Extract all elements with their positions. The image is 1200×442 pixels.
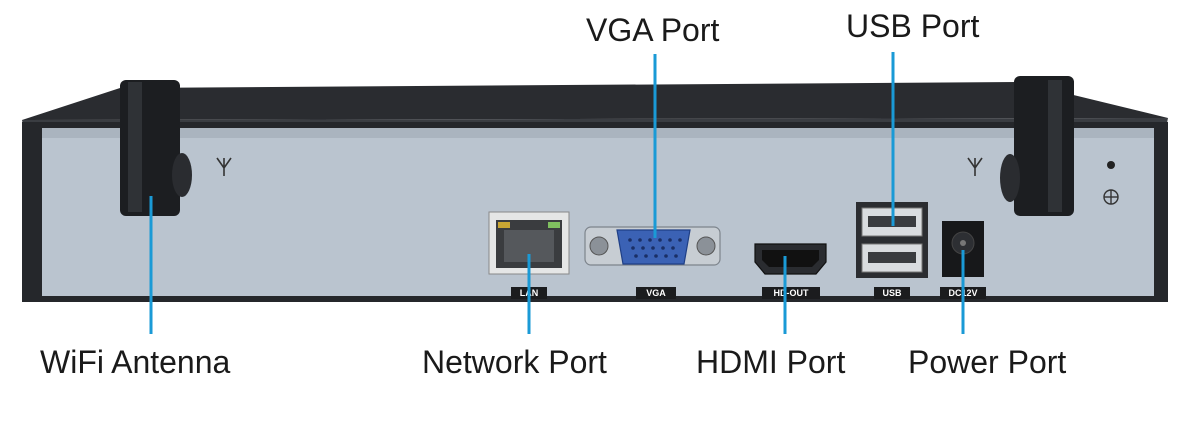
usb-tag: USB bbox=[882, 288, 902, 298]
vga-port bbox=[584, 226, 721, 266]
chassis-top bbox=[22, 82, 1168, 120]
power-port-label: Power Port bbox=[908, 344, 1067, 380]
hdmi-port bbox=[754, 243, 827, 275]
left-antenna bbox=[120, 80, 192, 216]
vga-port-label: VGA Port bbox=[586, 12, 720, 48]
reset-hole bbox=[1107, 161, 1115, 169]
hdmi-tag: HD-OUT bbox=[774, 288, 809, 298]
vga-tag: VGA bbox=[646, 288, 666, 298]
rear-panel-shade bbox=[42, 128, 1154, 138]
usb-port-label: USB Port bbox=[846, 8, 980, 44]
usb-tag-plate bbox=[874, 287, 910, 299]
wifi-antenna-label: WiFi Antenna bbox=[40, 344, 231, 380]
rear-panel bbox=[42, 128, 1154, 296]
hdmi-port-label: HDMI Port bbox=[696, 344, 846, 380]
antenna-symbol-icon bbox=[967, 157, 983, 176]
antenna-symbol-icon bbox=[216, 157, 232, 176]
dc-power-port bbox=[942, 221, 984, 277]
vga-tag-plate bbox=[636, 287, 676, 299]
hdmi-tag-plate bbox=[762, 287, 820, 299]
network-port-label: Network Port bbox=[422, 344, 607, 380]
right-antenna bbox=[1000, 76, 1074, 216]
ground-icon bbox=[1103, 189, 1119, 205]
